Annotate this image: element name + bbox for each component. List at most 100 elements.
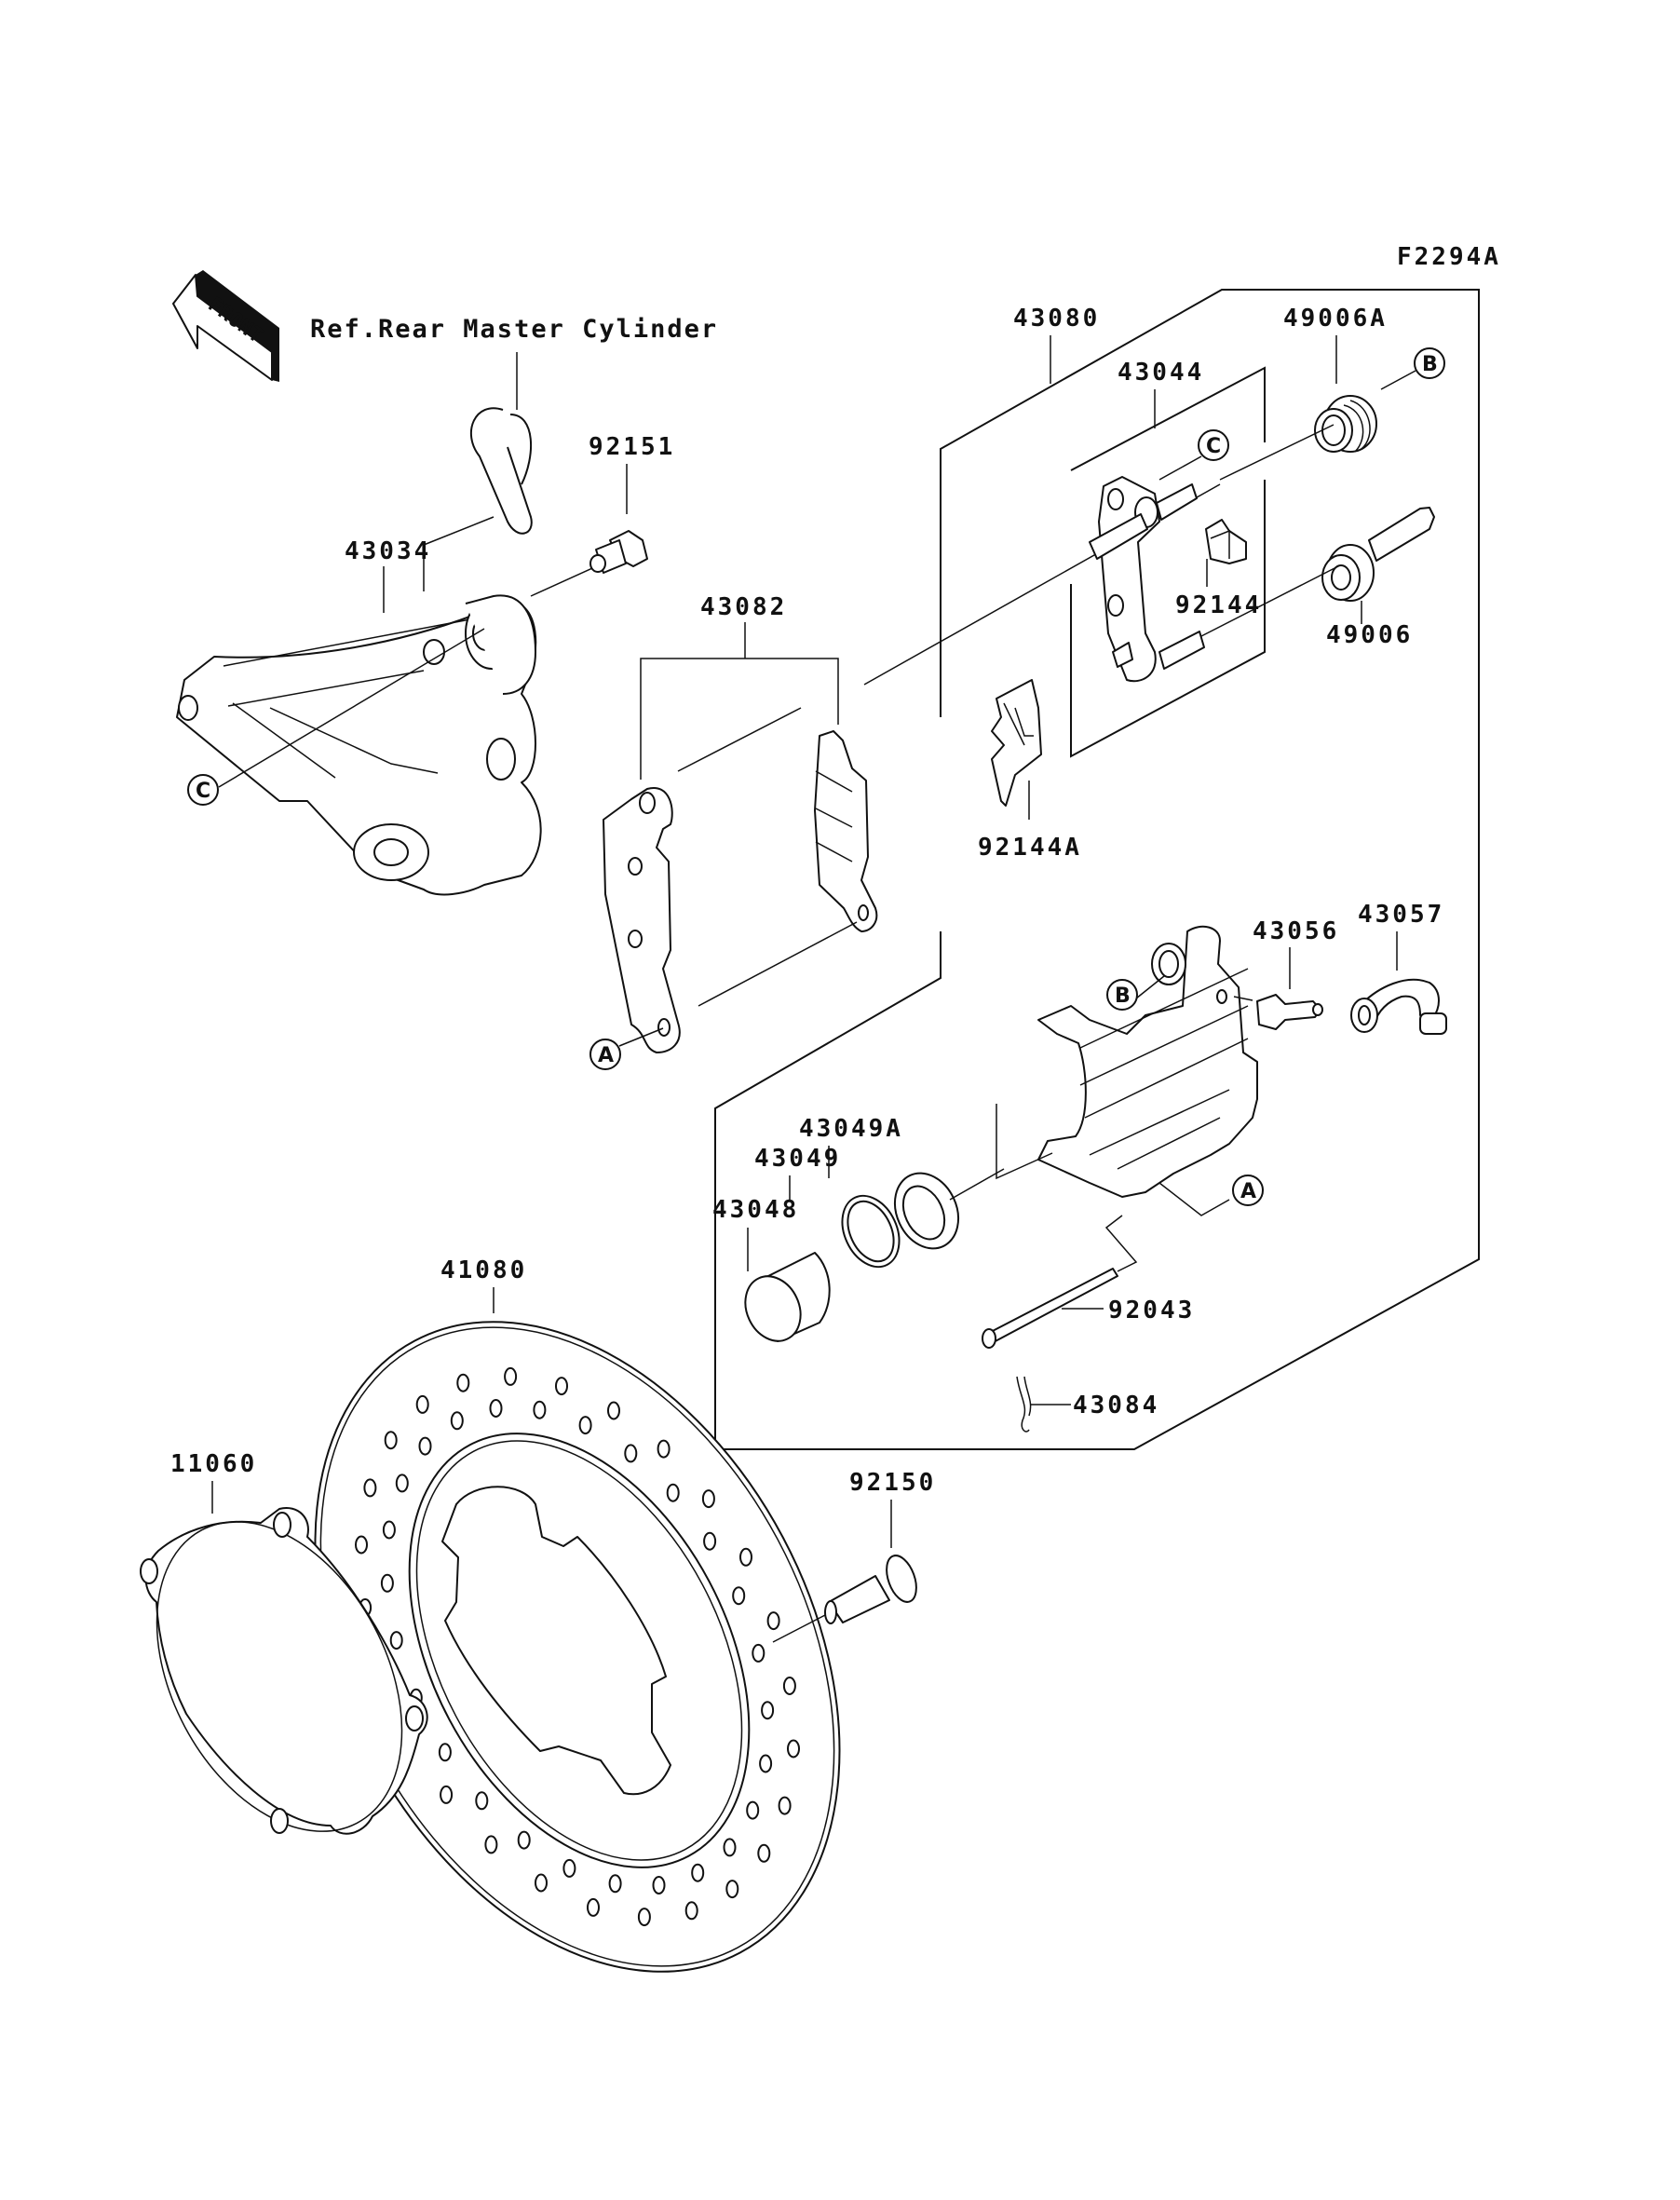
disc-hole [691,1863,705,1882]
callout-b-caliper: B [1106,979,1138,1011]
reference-note: Ref.Rear Master Cylinder [310,315,718,344]
part-caliper-body[interactable] [1037,925,1258,1198]
disc-hole [484,1835,498,1854]
part-43049-piston-seal[interactable] [832,1187,911,1276]
disc-hole [384,1431,398,1450]
part-label-41080: 41080 [440,1256,527,1284]
part-label-43057: 43057 [1358,901,1444,929]
part-43080-frame [714,289,1480,1450]
part-label-43084: 43084 [1073,1392,1159,1419]
disc-hole [533,1400,547,1419]
callout-c-right: C [1198,429,1229,461]
callout-c-left: C [187,774,219,806]
part-label-11060: 11060 [170,1450,257,1478]
part-label-43056: 43056 [1253,917,1339,945]
part-43056-bleed-valve[interactable] [1256,994,1323,1030]
part-43044-holder[interactable] [1089,476,1205,683]
part-label-43044: 43044 [1118,359,1204,387]
svg-text:B: B [1115,985,1131,1008]
callout-a-left: A [589,1039,621,1070]
part-label-43049a: 43049A [799,1115,903,1143]
figure-code: F2294A [1397,243,1501,271]
part-43034-bracket[interactable] [176,594,542,896]
part-label-49006a: 49006A [1283,305,1388,333]
disc-hole [475,1791,489,1811]
part-label-92043: 92043 [1108,1297,1195,1324]
disc-hole [703,1531,717,1551]
part-43082-pad-outer[interactable] [814,730,878,932]
disc-hole [761,1701,775,1720]
disc-hole [504,1366,518,1386]
disc-hole [757,1843,771,1863]
disc-hole [450,1411,464,1431]
disc-hole [782,1677,796,1695]
hose-clamp [470,407,533,535]
part-43048-piston[interactable] [735,1252,831,1350]
svg-text:C: C [196,780,210,803]
svg-text:A: A [598,1044,614,1067]
part-11060-gasket[interactable] [107,1480,452,1873]
disc-hole [732,1586,746,1606]
svg-text:B: B [1422,353,1438,376]
part-43044-frame [1070,366,1266,758]
disc-hole [787,1739,800,1759]
part-92043-pin[interactable] [982,1268,1118,1349]
part-label-43048: 43048 [712,1196,799,1224]
disc-hole [752,1643,765,1663]
disc-hole [607,1401,620,1420]
svg-text:A: A [1240,1180,1256,1203]
part-43082-pad-inner[interactable] [603,786,681,1053]
disc-hole [562,1858,576,1878]
disc-hole [684,1901,698,1921]
disc-hole [637,1908,651,1927]
disc-hole [440,1785,454,1804]
part-92151-bolt[interactable] [589,530,648,574]
disc-hole [395,1473,409,1493]
disc-vent-holes [355,1366,800,1927]
disc-hole [739,1547,752,1567]
disc-hole [725,1880,739,1899]
part-label-43080: 43080 [1013,305,1100,333]
disc-hole [578,1416,592,1435]
disc-hole [666,1483,680,1502]
disc-hole [456,1373,470,1392]
svg-text:C: C [1206,435,1221,458]
callout-a-caliper: A [1232,1175,1264,1206]
part-92150-disc-bolt[interactable] [824,1552,922,1624]
disc-hole [766,1611,780,1631]
part-92144-spring[interactable] [1205,519,1247,564]
disc-hole [555,1377,568,1396]
disc-hole [415,1394,429,1414]
part-49006-boot[interactable] [1321,507,1435,602]
part-label-43082: 43082 [700,593,787,621]
part-92144a-pad-spring[interactable] [991,679,1042,807]
disc-hole [624,1444,638,1463]
disc-hole [382,1520,396,1540]
disc-hole [355,1535,368,1555]
front-arrow-icon: FRONT [172,270,279,382]
disc-hole [418,1436,432,1456]
part-43057-valve-cap[interactable] [1350,978,1447,1035]
part-label-92150: 92150 [849,1469,936,1497]
disc-hole [363,1478,377,1498]
disc-hole [723,1838,737,1857]
part-43049a-dust-seal[interactable] [883,1162,970,1258]
disc-hole [608,1874,622,1894]
callout-b-top: B [1414,347,1445,379]
part-label-92144a: 92144A [978,834,1082,862]
part-label-43034: 43034 [345,537,431,565]
disc-hole [746,1800,760,1820]
part-label-43049: 43049 [754,1145,841,1173]
part-49006a-boot[interactable] [1314,395,1377,453]
disc-hole [657,1439,671,1459]
part-41080-brake-disc[interactable] [210,1231,946,2062]
disc-hole [517,1830,531,1850]
disc-hole [778,1796,792,1815]
part-43084-clip[interactable] [1016,1376,1032,1433]
disc-hole [389,1631,403,1650]
part-label-92144: 92144 [1175,591,1262,619]
disc-hole [652,1876,666,1894]
disc-hole [438,1743,452,1762]
part-label-49006: 49006 [1326,621,1413,649]
